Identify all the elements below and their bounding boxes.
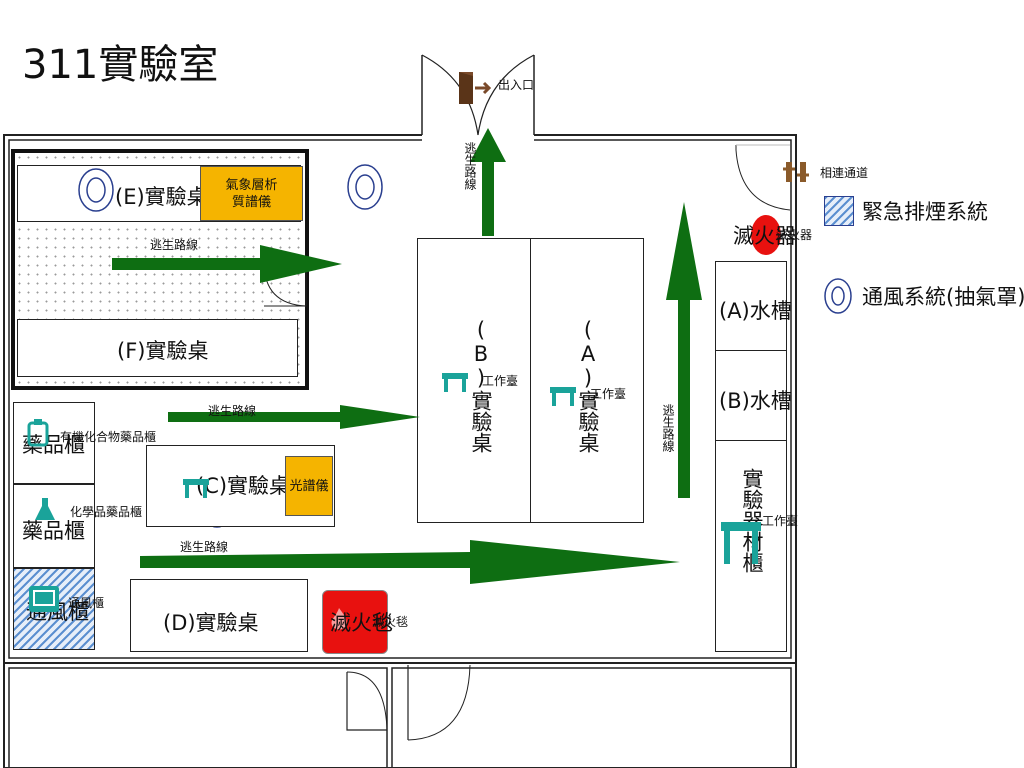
bench-d xyxy=(130,579,308,652)
gcms-instrument: 氣象層析 質譜儀 xyxy=(200,166,303,221)
bench-c-label: (C)實驗桌 xyxy=(196,474,291,498)
fire-extinguisher-label: 滅火器 xyxy=(733,224,796,248)
worktable-icon xyxy=(442,373,468,392)
bench-d-label: (D)實驗桌 xyxy=(163,611,259,635)
bench-f-label: (F)實驗桌 xyxy=(117,339,209,363)
bench-e-label: (E)實驗桌 xyxy=(115,185,208,209)
worktable-icon xyxy=(183,479,209,498)
vent-cabinet-tag: 通風櫃 xyxy=(68,596,105,610)
drug-cabinet-2-label: 藥品櫃 xyxy=(22,519,85,543)
escape-label-bottom: 逃生路線 xyxy=(180,540,229,554)
drug-cabinet-1-tag: 有機化合物藥品櫃 xyxy=(60,430,157,444)
connecting-passage-icon xyxy=(783,162,809,182)
sink-a-label: (A)水槽 xyxy=(719,299,792,323)
worktable-material-tag: 工作臺 xyxy=(762,514,799,528)
flask-icon xyxy=(35,498,55,520)
sink-b-label: (B)水槽 xyxy=(719,389,792,413)
escape-label-top-vertical: 逃生路線 xyxy=(463,142,477,190)
worktable-icon xyxy=(721,522,761,564)
drug-cabinet-1 xyxy=(13,402,95,484)
connecting-passage-label: 相連通道 xyxy=(820,166,869,180)
exit-door-icon xyxy=(459,72,492,104)
smoke-system-legend-label: 緊急排煙系統 xyxy=(862,200,988,224)
fire-blanket-tag: 滅火毯 xyxy=(372,615,409,629)
bench-b xyxy=(417,238,531,523)
organic-cabinet-icon xyxy=(27,419,49,447)
fire-extinguisher xyxy=(751,215,781,255)
vent-hood-icon xyxy=(347,164,383,210)
page-title: 311實驗室 xyxy=(22,42,219,88)
bench-f xyxy=(17,319,298,377)
sink-a xyxy=(715,261,787,351)
smoke-system-legend-swatch xyxy=(824,196,854,226)
worktable-icon xyxy=(550,387,576,406)
drug-cabinet-2-tag: 化學品藥品櫃 xyxy=(70,505,143,519)
bench-a-label: (A)實驗桌 xyxy=(576,318,600,453)
escape-label-top-left: 逃生路線 xyxy=(150,238,199,252)
escape-label-mid-left: 逃生路線 xyxy=(208,404,257,418)
vent-cabinet-icon xyxy=(29,586,59,612)
vent-legend-label: 通風系統(抽氣罩) xyxy=(862,285,1024,309)
bench-a xyxy=(530,238,644,523)
drug-cabinet-2 xyxy=(13,484,95,568)
worktable-a-tag: 工作臺 xyxy=(590,387,627,401)
escape-label-right-vertical: 逃生路線 xyxy=(661,404,675,452)
exit-label: 出入口 xyxy=(498,78,535,92)
fire-icon xyxy=(331,608,347,630)
worktable-b-tag: 工作臺 xyxy=(482,374,519,388)
spectrometer: 光譜儀 xyxy=(285,456,333,516)
fire-blanket-label: 滅火毯 xyxy=(330,611,393,635)
vent-legend-icon xyxy=(824,278,852,314)
sink-b xyxy=(715,350,787,441)
bench-b-label: (B)實驗桌 xyxy=(469,318,493,453)
fire-extinguisher-tag: 滅火器 xyxy=(776,228,813,242)
vent-hood-icon xyxy=(78,168,114,212)
